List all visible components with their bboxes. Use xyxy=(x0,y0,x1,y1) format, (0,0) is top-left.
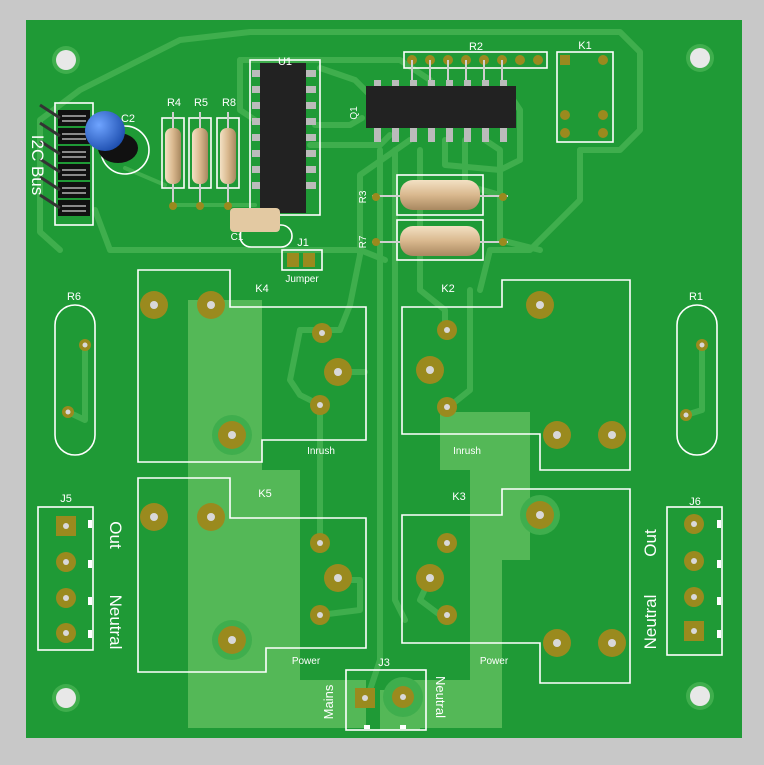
i2c-header xyxy=(39,102,94,226)
connector-j5 xyxy=(37,506,94,651)
label-power-right: Power xyxy=(480,656,509,667)
label-c1: C1 xyxy=(231,232,244,243)
label-k5: K5 xyxy=(258,488,271,500)
label-j1: J1 xyxy=(297,237,309,249)
label-j3: J3 xyxy=(378,657,390,669)
resistor-r1 xyxy=(676,304,718,456)
label-j6: J6 xyxy=(689,496,701,508)
relay-k5-outline xyxy=(137,477,367,673)
label-neutral-right: Neutral xyxy=(641,595,660,650)
label-k2: K2 xyxy=(441,283,454,295)
resistors-r4-r5-r8 xyxy=(161,112,240,210)
resistor-r6 xyxy=(54,304,96,456)
label-r1: R1 xyxy=(689,291,703,303)
label-k1: K1 xyxy=(578,40,591,52)
relay-pads xyxy=(140,291,626,660)
mounting-holes xyxy=(52,44,714,712)
resistor-r3 xyxy=(372,174,508,216)
label-r2: R2 xyxy=(469,41,483,53)
label-neutral-bottom: Neutral xyxy=(433,676,448,718)
label-mains: Mains xyxy=(321,684,336,719)
label-r3: R3 xyxy=(358,190,369,203)
connector-j3 xyxy=(345,669,427,731)
relay-k4-outline xyxy=(137,269,367,463)
connector-j6 xyxy=(666,506,723,656)
label-k4: K4 xyxy=(255,283,268,295)
jumper-j1 xyxy=(281,249,323,271)
label-inrush-right: Inrush xyxy=(453,446,481,457)
capacitor-c2 xyxy=(85,111,150,175)
silkscreen-labels: R2 K1 U1 Q1 R4 R5 R8 C2 C1 I2C Bus R3 R7… xyxy=(28,40,703,719)
resistor-r7 xyxy=(372,219,508,261)
label-power-left: Power xyxy=(292,656,321,667)
component-k1 xyxy=(556,51,614,143)
label-r7: R7 xyxy=(358,235,369,248)
label-r5: R5 xyxy=(194,97,208,109)
label-out-left: Out xyxy=(106,521,125,549)
relay-k3-outline xyxy=(401,488,631,684)
label-u1: U1 xyxy=(278,56,292,68)
label-q1: Q1 xyxy=(349,106,360,120)
capacitor-c1 xyxy=(230,208,293,248)
label-jumper: Jumper xyxy=(285,274,319,285)
label-r6: R6 xyxy=(67,291,81,303)
label-c2: C2 xyxy=(121,113,135,125)
label-j5: J5 xyxy=(60,493,72,505)
label-r4: R4 xyxy=(167,97,181,109)
relay-k2-outline xyxy=(401,279,631,471)
label-r8: R8 xyxy=(222,97,236,109)
label-neutral-left: Neutral xyxy=(106,595,125,650)
ic-q1 xyxy=(366,80,516,142)
label-inrush-left: Inrush xyxy=(307,446,335,457)
label-i2c-bus: I2C Bus xyxy=(28,135,47,195)
ic-u1 xyxy=(249,59,321,216)
label-out-right: Out xyxy=(641,529,660,557)
label-k3: K3 xyxy=(452,491,465,503)
